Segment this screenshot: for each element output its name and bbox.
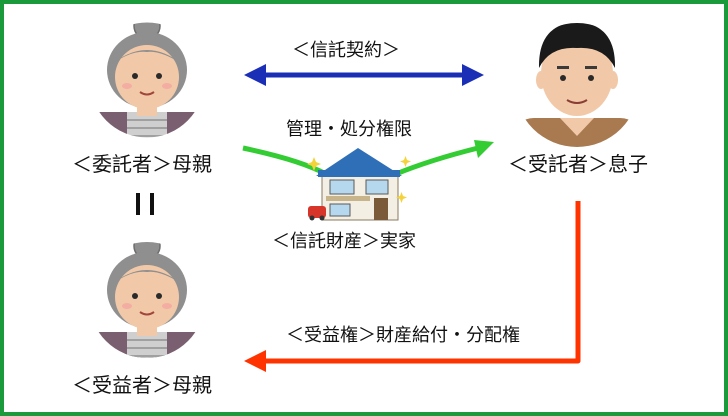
management-rights-label: 管理・処分権限 — [286, 119, 412, 140]
trust-property-label: ＜信託財産＞実家 — [272, 231, 416, 252]
trustee-label: ＜受託者＞息子 — [508, 152, 648, 176]
trustee-figure — [515, 23, 639, 147]
benefit-arrow — [244, 201, 581, 372]
elderly-woman-icon — [88, 21, 206, 139]
beneficial-interest-label: ＜受益権＞財産給付・分配権 — [286, 325, 520, 346]
equals-icon — [136, 193, 154, 215]
contract-label: ＜信託契約＞ — [292, 40, 400, 61]
house-icon — [307, 148, 411, 221]
trustor-figure — [88, 21, 206, 139]
trustor-label: ＜委託者＞母親 — [72, 152, 212, 176]
beneficiary-figure — [89, 242, 205, 358]
beneficiary-label: ＜受益者＞母親 — [72, 373, 212, 397]
man-icon — [515, 23, 639, 147]
elderly-woman-icon — [89, 242, 205, 358]
contract-arrow — [244, 64, 484, 86]
